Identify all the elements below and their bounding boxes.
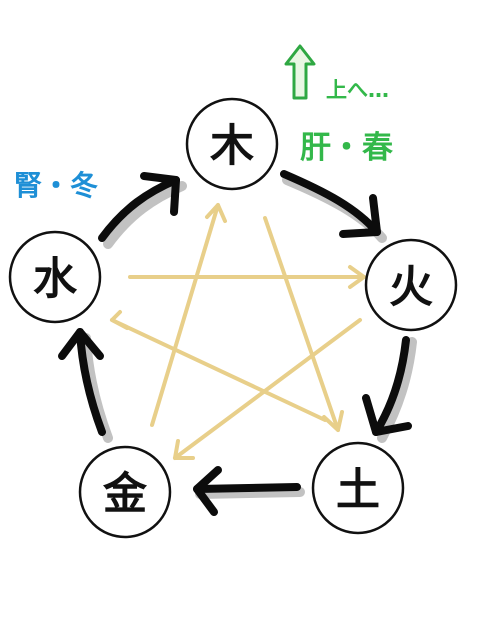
- control-earth-to-water: [110, 310, 327, 422]
- node-wood: 木: [185, 97, 279, 191]
- up-arrow-icon: [284, 44, 316, 100]
- wood-organ-season-text: 肝・春: [300, 130, 393, 166]
- control-water-to-fire: [128, 265, 366, 289]
- node-wood-label: 木: [210, 121, 254, 172]
- node-earth: 土: [311, 441, 405, 535]
- generate-water-to-wood: [98, 172, 187, 249]
- control-metal-to-wood: [150, 203, 227, 427]
- node-earth-label: 土: [336, 465, 380, 516]
- node-water-label: 水: [33, 254, 78, 305]
- control-wood-to-earth: [263, 216, 344, 432]
- node-fire: 火: [364, 238, 458, 332]
- water-annotation: 腎・冬: [13, 168, 99, 203]
- generate-metal-to-water: [58, 328, 113, 443]
- water-organ-season-text: 腎・冬: [14, 169, 98, 202]
- generate-wood-to-fire: [280, 170, 387, 243]
- wood-upward-text: 上へ…: [326, 78, 389, 102]
- generate-earth-to-metal: [193, 466, 305, 516]
- control-fire-to-metal: [173, 318, 362, 460]
- node-water: 水: [8, 230, 102, 324]
- generating-cycle: [58, 170, 417, 516]
- controlling-cycle: [110, 203, 366, 460]
- node-metal-label: 金: [102, 469, 148, 520]
- wood-annotation: 上へ… 肝・春: [284, 44, 394, 167]
- node-metal: 金: [78, 445, 172, 539]
- node-fire-label: 火: [389, 262, 433, 313]
- generate-fire-to-earth: [362, 336, 417, 443]
